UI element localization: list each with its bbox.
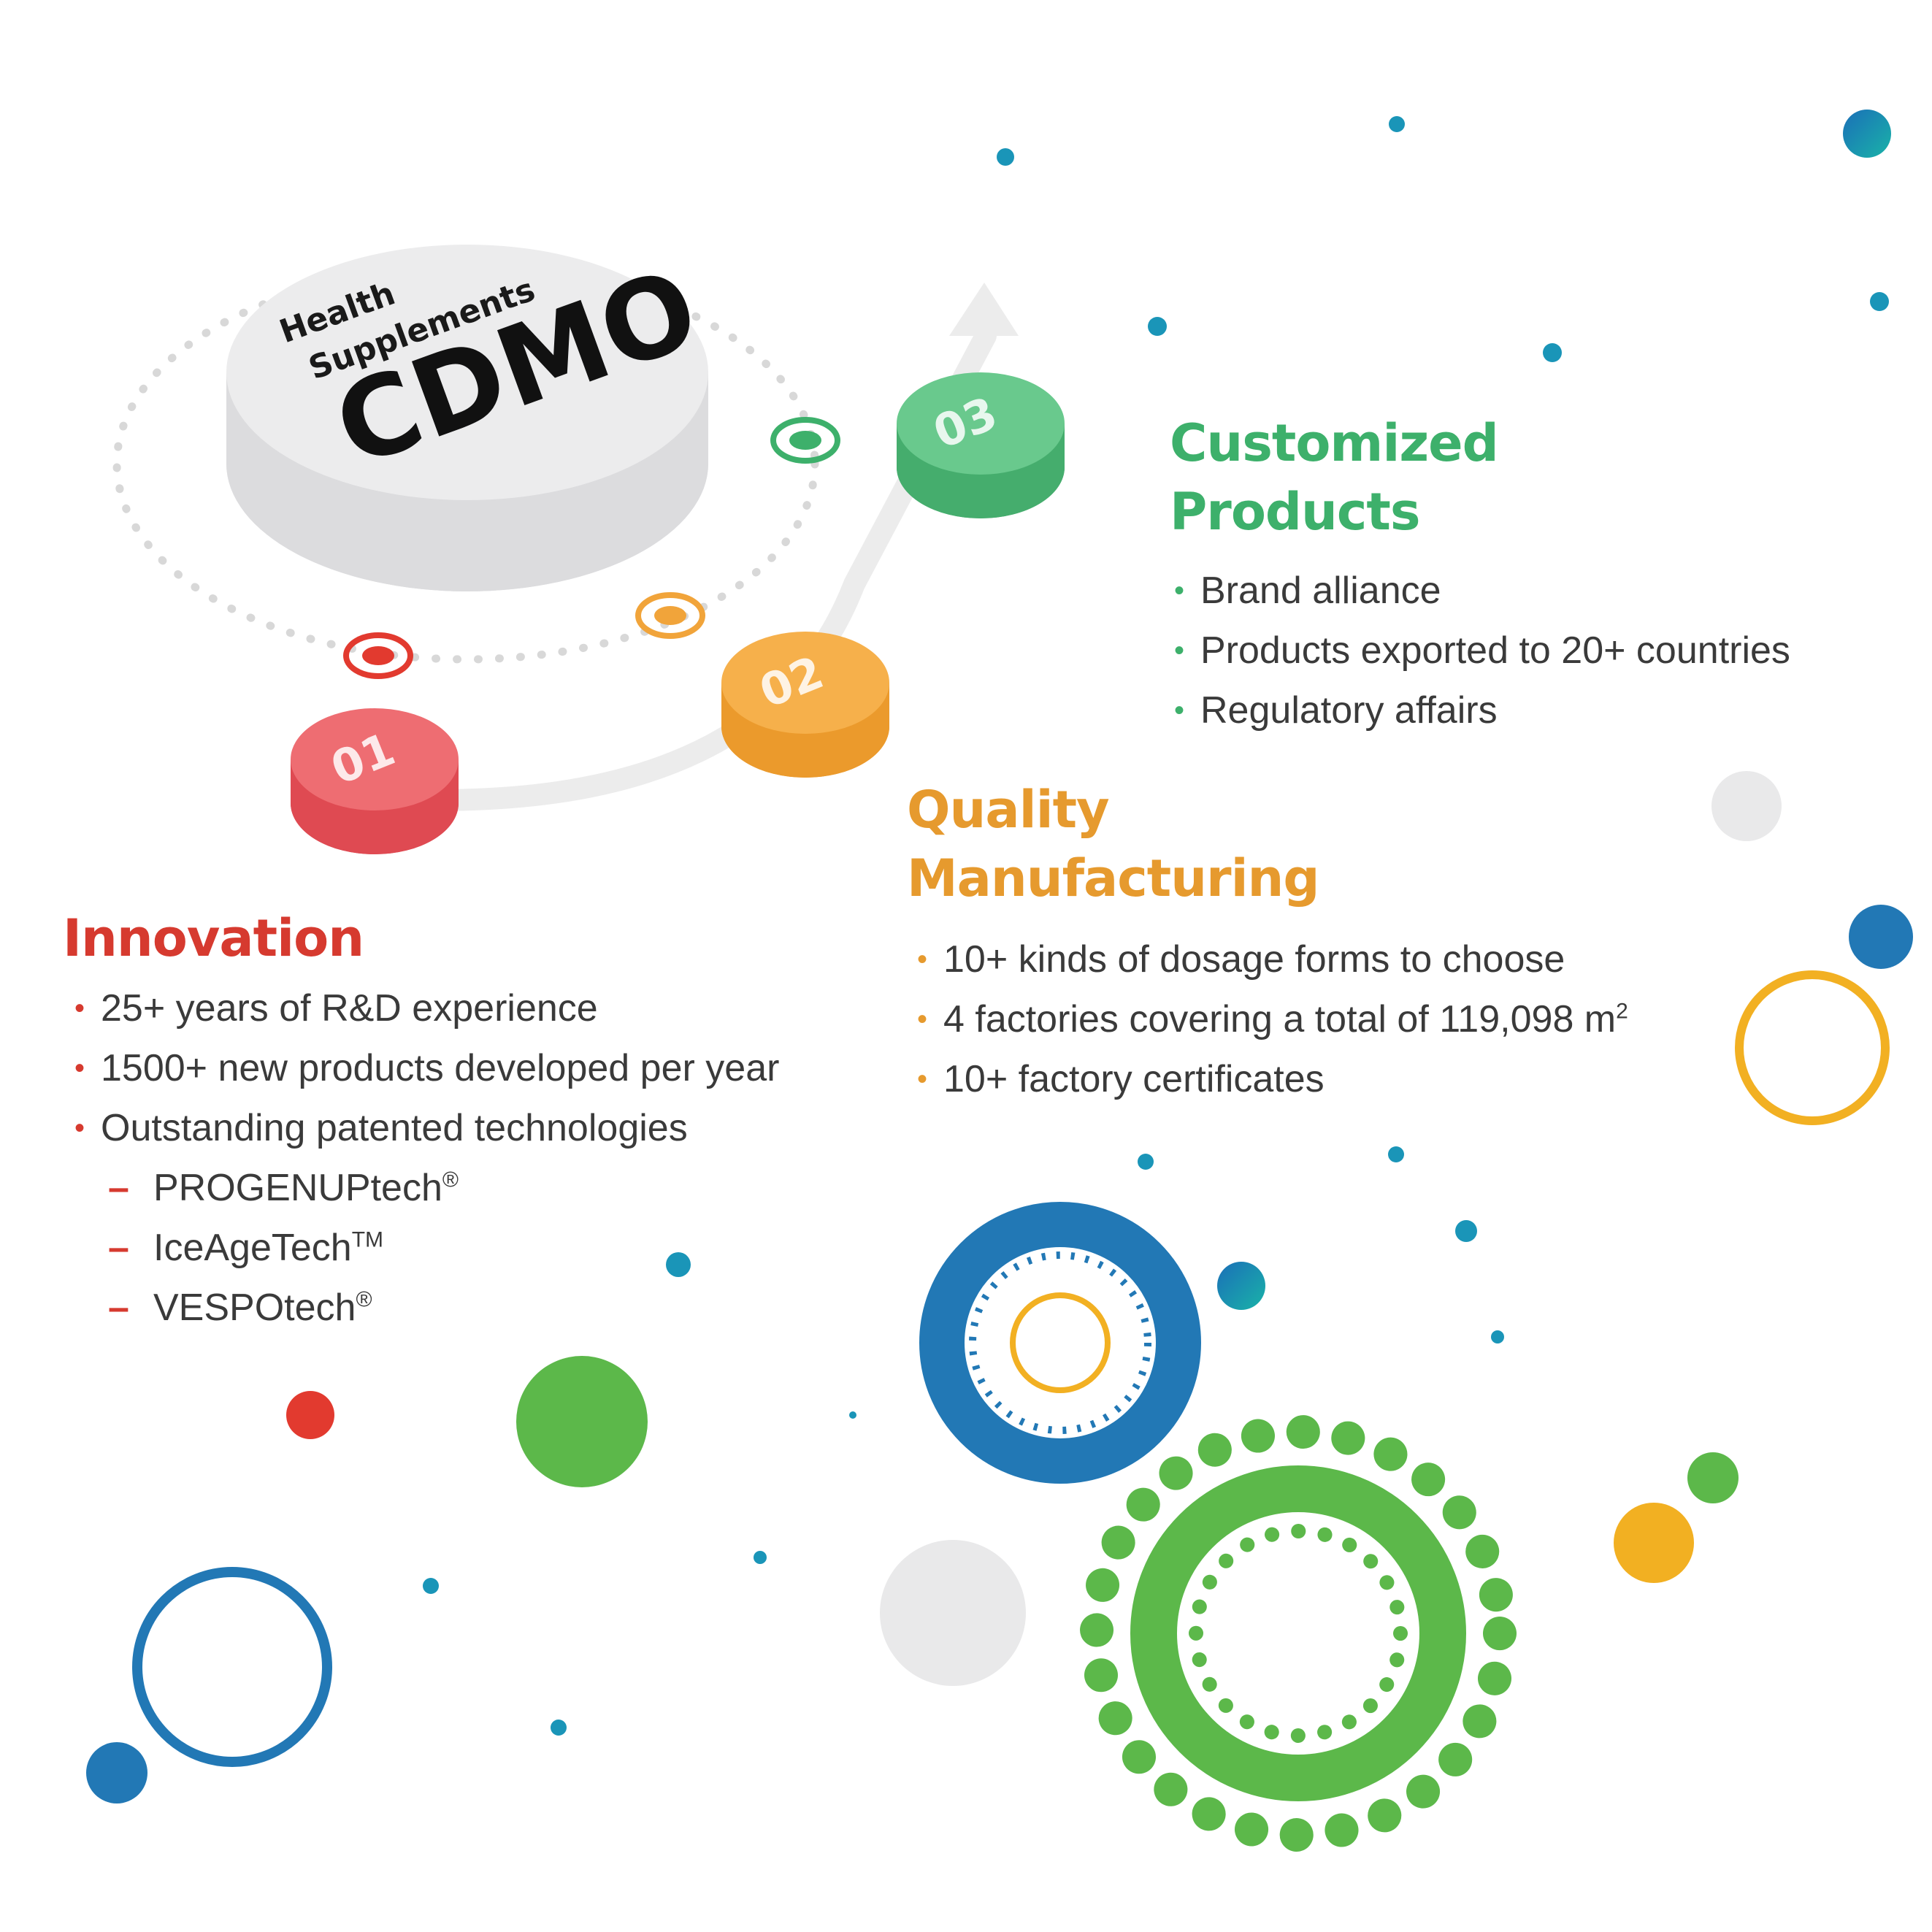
quality-heading: Quality Manufacturing [907,775,1319,913]
decor-dot-red [286,1391,334,1439]
dotted-orbit [112,264,819,664]
decor-dot-blue-right [1849,905,1913,969]
decor-dot-gray-right [1711,771,1782,841]
innovation-list: •25+ years of R&D experience •1500+ new … [72,978,779,1338]
orbit-marker-orange [635,592,705,639]
customized-item-text: Brand alliance [1200,570,1441,612]
patent-item-iceage: –IceAgeTechTM [108,1227,384,1269]
cdmo-disk [226,245,708,591]
step-disk-03 [897,372,1065,518]
innovation-heading: Innovation [63,908,364,968]
customized-item-brand: •Brand alliance [1174,570,1441,612]
decor-ring-yellow-right [1735,970,1890,1125]
customized-item-text: Products exported to 20+ countries [1200,629,1790,672]
customized-item-export: •Products exported to 20+ countries [1174,629,1790,672]
decor-small-dots [423,116,1889,1736]
patent-name: PROGENUPtech [153,1167,442,1209]
customized-heading-line1: Customized [1170,413,1499,473]
unit-superscript: 2 [1616,999,1628,1024]
quality-item-text: 10+ kinds of dosage forms to choose [943,938,1565,981]
customized-item-regulatory: •Regulatory affairs [1174,689,1498,732]
customized-heading: Customized Products [1170,409,1499,546]
quality-item-text: 10+ factory certificates [943,1058,1325,1100]
decor-dot-teal-mid [1217,1262,1265,1310]
customized-heading-line2: Products [1170,482,1420,542]
quality-item-text: 4 factories covering a total of 119,098 … [943,998,1617,1040]
trademark-mark: TM [351,1227,384,1252]
patent-item-vespo: –VESPOtech® [108,1287,372,1329]
customized-item-text: Regulatory affairs [1200,689,1498,732]
quality-heading-line2: Manufacturing [907,848,1319,908]
quality-item-dosage: •10+ kinds of dosage forms to choose [917,938,1565,981]
patent-name: VESPOtech [153,1287,356,1329]
innovation-item-text: 1500+ new products developed per year [101,1047,780,1089]
orbit-marker-red [343,632,413,679]
innovation-item-rd: •25+ years of R&D experience [74,987,598,1030]
growth-arrow-head [949,283,1019,336]
patent-item-progenup: –PROGENUPtech® [108,1167,459,1209]
quality-heading-line1: Quality [907,780,1110,840]
decor-dot-teal-top-right [1843,110,1891,158]
orbit-marker-green [770,417,840,464]
quality-list: •10+ kinds of dosage forms to choose •4 … [914,929,1628,1109]
registered-mark: ® [356,1287,372,1312]
quality-item-certificates: •10+ factory certificates [917,1058,1325,1100]
step-disk-01 [291,708,459,854]
decor-dot-green-large [516,1356,648,1487]
decor-dot-green-right [1687,1452,1739,1503]
decor-dot-yellow-right [1614,1503,1694,1583]
step-disk-02 [721,632,889,778]
quality-item-factories: •4 factories covering a total of 119,098… [917,998,1628,1040]
growth-path-arrow [398,325,997,811]
registered-mark: ® [442,1168,459,1192]
decor-green-gear [1080,1415,1517,1852]
decor-dot-gray-bottom [880,1540,1026,1686]
decor-blue-badge [919,1202,1201,1484]
innovation-item-text: 25+ years of R&D experience [101,987,598,1030]
innovation-item-text: Outstanding patented technologies [101,1107,688,1149]
decor-ring-blue-bottom-left [132,1567,332,1767]
customized-list: •Brand alliance •Products exported to 20… [1171,561,1790,740]
innovation-item-products: •1500+ new products developed per year [74,1047,780,1089]
patent-name: IceAgeTech [153,1227,352,1269]
decor-dot-blue-bottom-left [86,1742,147,1803]
innovation-item-patents: •Outstanding patented technologies [74,1107,688,1149]
